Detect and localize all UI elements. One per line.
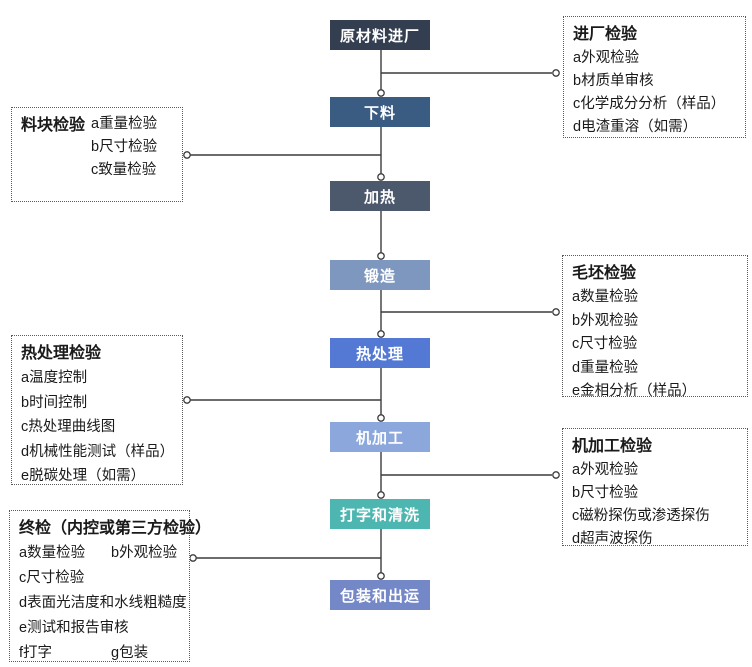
inspection-item: b外观检验	[111, 545, 178, 561]
flow-node-machining: 机加工	[330, 422, 430, 452]
junction-dot	[377, 252, 385, 260]
junction-dot	[377, 572, 385, 580]
inspection-item: c尺寸检验	[19, 570, 85, 586]
junction-dot	[183, 396, 191, 404]
inspection-item: a外观检验	[573, 50, 640, 66]
inspection-item: d超声波探伤	[572, 531, 653, 547]
inspection-box-final: 终检（内控或第三方检验） a数量检验 b外观检验 c尺寸检验 d表面光洁度和水线粗…	[9, 510, 212, 662]
inspection-box-incoming: 进厂检验 a外观检验 b材质单审核 c化学成分分析（样品） d电渣重溶（如需）	[563, 16, 746, 138]
junction-dot	[377, 414, 385, 422]
inspection-box-billet: 料块检验 a重量检验 b尺寸检验 c致量检验	[11, 107, 183, 202]
inspection-item: a温度控制	[21, 370, 88, 386]
junction-dot	[552, 69, 560, 77]
inspection-item: c尺寸检验	[572, 336, 638, 352]
junction-dot	[377, 330, 385, 338]
inspection-title: 终检（内控或第三方检验）	[19, 520, 212, 537]
inspection-item: b外观检验	[572, 312, 639, 329]
inspection-box-blank: 毛坯检验 a数量检验 b外观检验 c尺寸检验 d重量检验 e金相分析（样品）	[562, 255, 748, 399]
flow-node-heating: 加热	[330, 181, 430, 211]
flow-node-forging: 锻造	[330, 260, 430, 290]
inspection-item: d重量检验	[572, 359, 639, 376]
inspection-item: e金相分析（样品）	[572, 383, 697, 399]
inspection-item: a数量检验	[19, 545, 86, 561]
inspection-item: c化学成分分析（样品）	[573, 96, 726, 112]
inspection-title: 料块检验	[21, 117, 86, 134]
inspection-item: d电渣重溶（如需）	[573, 119, 698, 135]
flow-node-raw-material-in: 原材料进厂	[330, 20, 430, 50]
inspection-item: a数量检验	[572, 289, 639, 305]
flow-node-cutting: 下料	[330, 97, 430, 127]
inspection-item: a重量检验	[91, 116, 158, 132]
inspection-item: c磁粉探伤或渗透探伤	[572, 508, 710, 524]
junction-dot	[552, 308, 560, 316]
junction-dot	[377, 491, 385, 499]
inspection-item: c热处理曲线图	[21, 419, 116, 435]
junction-dot	[183, 151, 191, 159]
inspection-box-heat-treatment: 热处理检验 a温度控制 b时间控制 c热处理曲线图 d机械性能测试（样品） e脱…	[11, 335, 183, 485]
inspection-title: 机加工检验	[572, 438, 653, 455]
inspection-item: e测试和报告审核	[19, 620, 129, 636]
inspection-item: g包装	[111, 645, 149, 661]
flow-node-packing-shipping: 包装和出运	[330, 580, 430, 610]
inspection-title: 毛坯检验	[572, 265, 637, 282]
inspection-item: b尺寸检验	[91, 139, 158, 155]
junction-dot	[377, 89, 385, 97]
inspection-item: b时间控制	[21, 394, 88, 411]
inspection-item: b材质单审核	[573, 73, 654, 89]
junction-dot	[377, 173, 385, 181]
junction-dot	[552, 471, 560, 479]
junction-dot	[189, 554, 197, 562]
inspection-title: 热处理检验	[21, 345, 102, 362]
inspection-box-machining: 机加工检验 a外观检验 b尺寸检验 c磁粉探伤或渗透探伤 d超声波探伤	[562, 428, 748, 547]
inspection-item: a外观检验	[572, 462, 639, 478]
flow-node-heat-treatment: 热处理	[330, 338, 430, 368]
inspection-item: f打字	[19, 645, 53, 661]
inspection-item: e脱碳处理（如需）	[21, 468, 146, 484]
inspection-item: b尺寸检验	[572, 485, 639, 501]
inspection-item: d表面光洁度和水线粗糙度	[19, 595, 187, 611]
inspection-item: d机械性能测试（样品）	[21, 443, 175, 460]
inspection-title: 进厂检验	[573, 26, 638, 43]
flow-node-marking-cleaning: 打字和清洗	[330, 499, 430, 529]
inspection-item: c致量检验	[91, 162, 157, 178]
